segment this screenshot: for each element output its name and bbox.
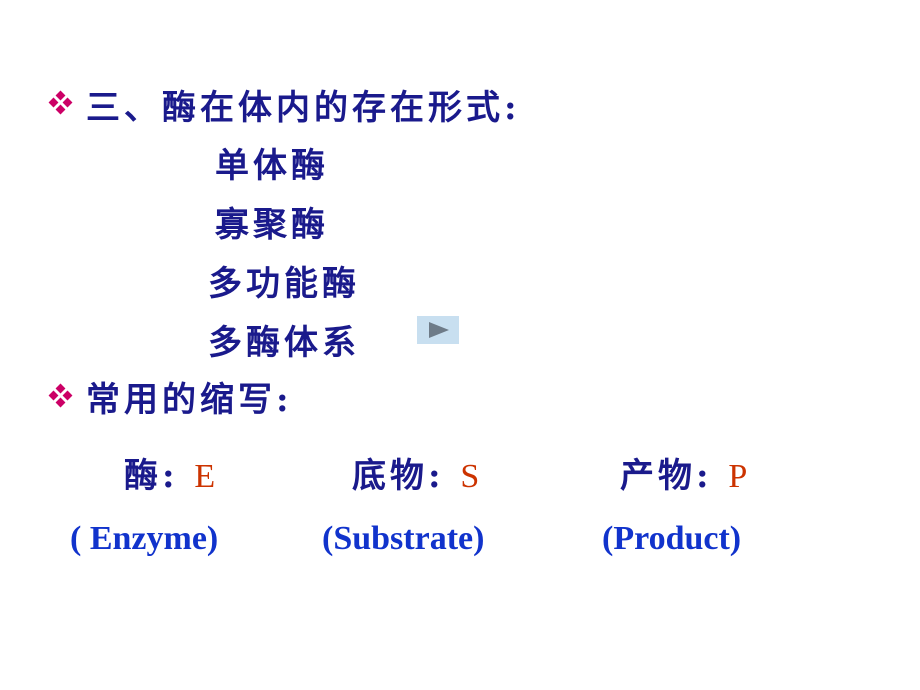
abbr-product: 产物: P [620,448,751,497]
form-item-monomeric-enzyme: 单体酶 [215,146,329,186]
section-heading-forms: 三、酶在体内的存在形式: [86,88,521,128]
form-item-multienzyme-system: 多酶体系 [208,323,360,363]
abbr-label: 底物: [352,456,445,496]
bullet-icon [48,383,73,408]
abbr-english-product: (Product) [602,520,742,557]
abbr-letter: S [460,458,484,495]
bullet-icon [48,90,73,115]
play-button[interactable] [417,316,459,344]
form-item-oligomeric-enzyme: 寡聚酶 [215,205,329,245]
abbr-substrate: 底物: S [352,448,483,497]
play-icon [429,322,449,338]
form-item-multifunctional-enzyme: 多功能酶 [208,264,360,304]
abbr-letter: E [194,458,220,495]
abbr-enzyme: 酶: E [124,448,219,497]
abbr-letter: P [728,458,752,495]
abbr-english-enzyme: ( Enzyme) [70,520,219,557]
section-heading-abbreviations: 常用的缩写: [86,380,293,420]
abbr-label: 产物: [620,456,713,496]
abbr-label: 酶: [124,456,179,496]
abbr-english-substrate: (Substrate) [322,520,485,557]
